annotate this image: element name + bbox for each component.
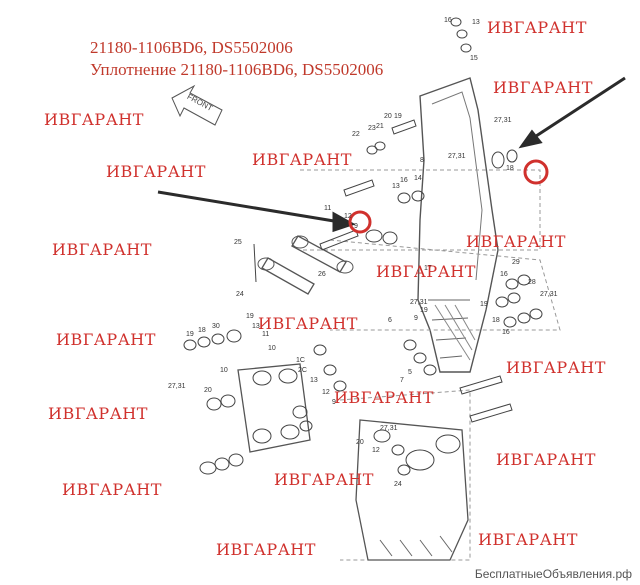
part-callout-number: 14	[414, 175, 422, 182]
part-callout-number: 24	[236, 291, 244, 298]
part-callout-number: 16	[502, 329, 510, 336]
part-callout-number: 7	[400, 377, 404, 384]
pin	[319, 229, 359, 251]
part-callout-number: 6	[388, 317, 392, 324]
part-callout-number: 27,31	[410, 299, 428, 306]
pin	[469, 403, 513, 423]
part-callout-number: 16	[400, 177, 408, 184]
part-callout-number: 16	[500, 271, 508, 278]
seal-highlight-circle	[348, 210, 372, 234]
part-callout-number: 19	[420, 307, 428, 314]
part-callout-number: 13	[310, 377, 318, 384]
part-callout-number: 29	[512, 259, 520, 266]
watermark: ИВГАРАНТ	[48, 404, 148, 423]
part-callout-number: 19	[394, 113, 402, 120]
pin	[343, 179, 375, 197]
part-callout-number: 13	[472, 19, 480, 26]
side-link-plate	[237, 363, 311, 453]
part-callout-number: 20	[204, 387, 212, 394]
part-callout-number: 15	[470, 55, 478, 62]
part-callout-number: 13	[392, 183, 400, 190]
part-callout-number: 8	[420, 157, 424, 164]
bolt	[253, 243, 257, 283]
part-callout-number: 20	[356, 439, 364, 446]
watermark: ИВГАРАНТ	[506, 358, 606, 377]
part-callout-number: 17	[424, 265, 432, 272]
part-callout-number: 19	[186, 331, 194, 338]
part-callout-number: 27,31	[494, 117, 512, 124]
watermark: ИВГАРАНТ	[216, 540, 316, 559]
part-callout-number: 22	[352, 131, 360, 138]
part-callout-number: 9	[332, 399, 336, 406]
arm-body	[417, 77, 499, 373]
pointer-arrow-lower	[157, 190, 341, 224]
part-callout-number: 1C	[296, 357, 305, 364]
watermark: ИВГАРАНТ	[478, 530, 578, 549]
part-callout-number: 24	[394, 481, 402, 488]
watermark: ИВГАРАНТ	[376, 262, 476, 281]
part-callout-number: 21	[376, 123, 384, 130]
part-callout-number: 12	[344, 213, 352, 220]
part-callout-number: 12	[372, 447, 380, 454]
watermark: ИВГАРАНТ	[493, 78, 593, 97]
part-callout-number: 18	[492, 317, 500, 324]
pointer-arrow-upper	[529, 76, 626, 142]
front-direction-arrow	[171, 84, 223, 126]
watermark: ИВГАРАНТ	[274, 470, 374, 489]
seal-title-line: Уплотнение 21180-1106BD6, DS5502006	[90, 60, 384, 79]
watermark: ИВГАРАНТ	[44, 110, 144, 129]
watermark: ИВГАРАНТ	[62, 480, 162, 499]
source-footer: БесплатныеОбъявления.рф	[474, 567, 632, 581]
watermark: ИВГАРАНТ	[106, 162, 206, 181]
part-callout-number: 16	[444, 17, 452, 24]
part-callout-number: 10	[268, 345, 276, 352]
part-callout-number: 26	[318, 271, 326, 278]
part-callout-number: 9	[354, 223, 358, 230]
part-callout-number: 25	[234, 239, 242, 246]
part-callout-number: 10	[220, 367, 228, 374]
watermark: ИВГАРАНТ	[334, 388, 434, 407]
part-callout-number: 18	[198, 327, 206, 334]
watermark: ИВГАРАНТ	[496, 450, 596, 469]
part-callout-number: 28	[528, 279, 536, 286]
part-callout-number: 27,31	[168, 383, 186, 390]
pin	[459, 375, 503, 395]
part-callout-number: 18	[506, 165, 514, 172]
watermark: ИВГАРАНТ	[252, 150, 352, 169]
part-callout-number: 5	[408, 369, 412, 376]
bucket	[355, 419, 469, 561]
watermark: ИВГАРАНТ	[258, 314, 358, 333]
part-callout-number: 13	[252, 323, 260, 330]
watermark: ИВГАРАНТ	[56, 330, 156, 349]
part-callout-number: 20	[384, 113, 392, 120]
watermark: ИВГАРАНТ	[52, 240, 152, 259]
part-callout-number: 30	[212, 323, 220, 330]
part-callout-number: 9	[414, 315, 418, 322]
part-callout-number: 27,31	[448, 153, 466, 160]
part-callout-number: 23	[368, 125, 376, 132]
link-rod	[261, 235, 347, 295]
part-numbers-line: 21180-1106BD6, DS5502006	[90, 38, 293, 57]
part-callout-number: 27,31	[540, 291, 558, 298]
part-callout-number: 19	[246, 313, 254, 320]
part-callout-number: 11	[324, 205, 331, 212]
watermark: ИВГАРАНТ	[487, 18, 587, 37]
part-callout-number: 2C	[298, 367, 307, 374]
watermark: ИВГАРАНТ	[466, 232, 566, 251]
part-callout-number: 12	[322, 389, 330, 396]
seal-highlight-circle	[523, 159, 549, 185]
part-callout-number: 19	[480, 301, 488, 308]
part-callout-number: 11	[262, 331, 269, 338]
part-callout-number: 27,31	[380, 425, 398, 432]
pin	[391, 119, 417, 135]
